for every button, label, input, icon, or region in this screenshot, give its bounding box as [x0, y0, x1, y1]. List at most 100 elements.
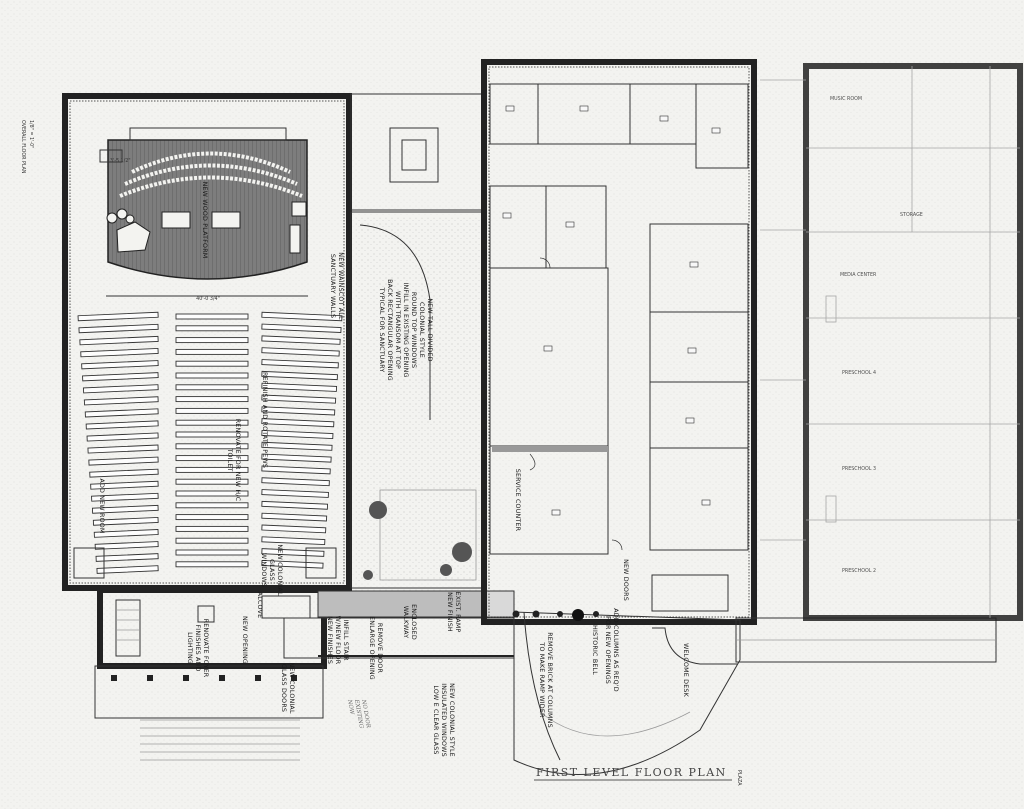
note-colonial-windows-3: WINDOWS [260, 553, 267, 587]
pew [175, 407, 249, 414]
pew [261, 489, 329, 498]
pew [261, 347, 340, 357]
pew [175, 360, 249, 367]
pew [175, 549, 249, 556]
note-add-columns-2: FOR NEW OPENINGS [604, 616, 611, 684]
pew [261, 559, 324, 569]
note-wainscot-2: SANCTUARY WALLS [329, 254, 336, 318]
pew [96, 565, 159, 574]
pew [95, 553, 159, 562]
note-insulated-3: LOW E CLEAR GLASS [432, 685, 439, 754]
pew [261, 429, 334, 440]
label-preschool-2: PRESCHOOL 2 [842, 568, 876, 574]
note-glass-doors-1: NEW COLONIAL [288, 662, 295, 714]
pew [175, 443, 249, 450]
pew [175, 325, 249, 332]
note-renovate-toilet-1: RENOVATE FOR NEW H/C [234, 419, 241, 502]
note-plaza: PLAZA [736, 770, 742, 786]
pew [261, 418, 335, 428]
pew [261, 477, 330, 487]
label-storage: STORAGE [900, 212, 923, 218]
pew [79, 335, 159, 346]
pew [261, 335, 341, 345]
note-wainscot-1: NEW WAINSCOT ALL [337, 252, 344, 320]
pew [87, 444, 159, 454]
pew [82, 384, 159, 394]
pew [261, 441, 333, 451]
note-add-columns-1: ADD COLUMNS AS REQ'D [612, 608, 619, 692]
note-historic-bell: HISTORIC BELL [591, 625, 598, 675]
note-infill-stair-2: W/NEW FLOOR [334, 616, 341, 665]
pew [175, 561, 249, 568]
note-tall-windows-4: INFILL IN EXISTING OPENING [402, 282, 409, 377]
label-preschool-4: PRESCHOOL 4 [842, 370, 876, 376]
pew [77, 311, 159, 322]
pew [175, 337, 249, 344]
pew [175, 455, 249, 462]
note-remove-door-2: ENLARGE OPENING [368, 616, 375, 680]
pew [175, 396, 249, 403]
pew [261, 406, 336, 416]
pew [89, 468, 159, 478]
note-walkway-1: ENCLOSED [410, 604, 417, 640]
education-wing: SERVICE COUNTER NEW DOORS [481, 59, 757, 625]
pew [175, 313, 249, 320]
note-ramp-1: EXIST. RAMP [454, 591, 461, 632]
label-preschool-3: PRESCHOOL 3 [842, 466, 876, 472]
pew [88, 456, 159, 466]
pew [175, 537, 249, 544]
pew [94, 541, 159, 550]
note-glass-doors-2: GLASS DOORS [280, 664, 287, 712]
pew [86, 432, 159, 442]
pew [261, 359, 339, 369]
note-insulated-2: INSULATED WINDOWS [440, 683, 447, 757]
pew [80, 347, 159, 358]
note-ramp-2: NEW FINISH [446, 592, 453, 632]
note-infill-stair-3: NEW FINISHES [326, 616, 333, 664]
note-infill-stair-1: INFILL STAIR [342, 619, 349, 661]
drawing-title: FIRST LEVEL FLOOR PLAN [536, 766, 727, 779]
note-tall-windows-1: NEW TALL DIVIDED [426, 298, 433, 361]
piano-icon [116, 221, 151, 253]
note-remove-brick-1: REMOVE BRICK AT COLUMNS [546, 632, 553, 728]
note-tall-windows-5: WITH TRANSOM AT TOP [394, 291, 401, 369]
pew [175, 384, 249, 391]
note-tall-windows-6: BACK RECTANGULAR OPENING [386, 279, 393, 381]
pew [175, 525, 249, 532]
pew [261, 465, 331, 475]
hand-note-3: NOW [346, 698, 355, 716]
pew [261, 512, 328, 522]
note-foyer-3: LIGHTING [186, 632, 193, 664]
note-new-opening: NEW OPENING [241, 616, 248, 664]
pew [92, 516, 159, 526]
pew [84, 408, 159, 418]
label-music-room: MUSIC ROOM [830, 96, 862, 102]
dim-platform-width: 40'-0 3/4" [196, 296, 220, 302]
courtyard: NEW TALL DIVIDED COLONIAL STYLE ROUND TO… [350, 93, 486, 589]
pew [261, 500, 329, 510]
pew [78, 323, 159, 334]
pew [261, 370, 338, 381]
pew [261, 453, 332, 463]
dim-stage: 3'-5 1/2" [110, 158, 131, 164]
pew [175, 348, 249, 355]
pew [93, 529, 159, 538]
pew [91, 504, 159, 514]
note-add-new-room: ADD NEW ROOM [98, 478, 105, 533]
hand-note-2: EXISTING [353, 698, 364, 729]
note-tall-windows-3: ROUND TOP WINDOWS [410, 292, 417, 368]
note-welcome-desk: WELCOME DESK [682, 643, 689, 698]
note-remove-door-1: REMOVE DOOR [376, 623, 383, 674]
sanctuary: NEW WOOD PLATFORM 40'-0 3/4" 3'-5 1/2" R… [62, 93, 352, 591]
pew [261, 548, 325, 557]
pew [175, 490, 249, 497]
note-colonial-windows-2: GLASS [268, 559, 275, 581]
pew [175, 372, 249, 379]
pew [85, 420, 159, 430]
pew [261, 311, 343, 322]
note-tall-windows-7: TYPICAL FOR SANCTUARY [378, 287, 385, 373]
pew [175, 466, 249, 473]
pew [83, 396, 159, 406]
wood-platform [107, 139, 308, 280]
hand-note-1: NO DOOR [360, 698, 371, 728]
